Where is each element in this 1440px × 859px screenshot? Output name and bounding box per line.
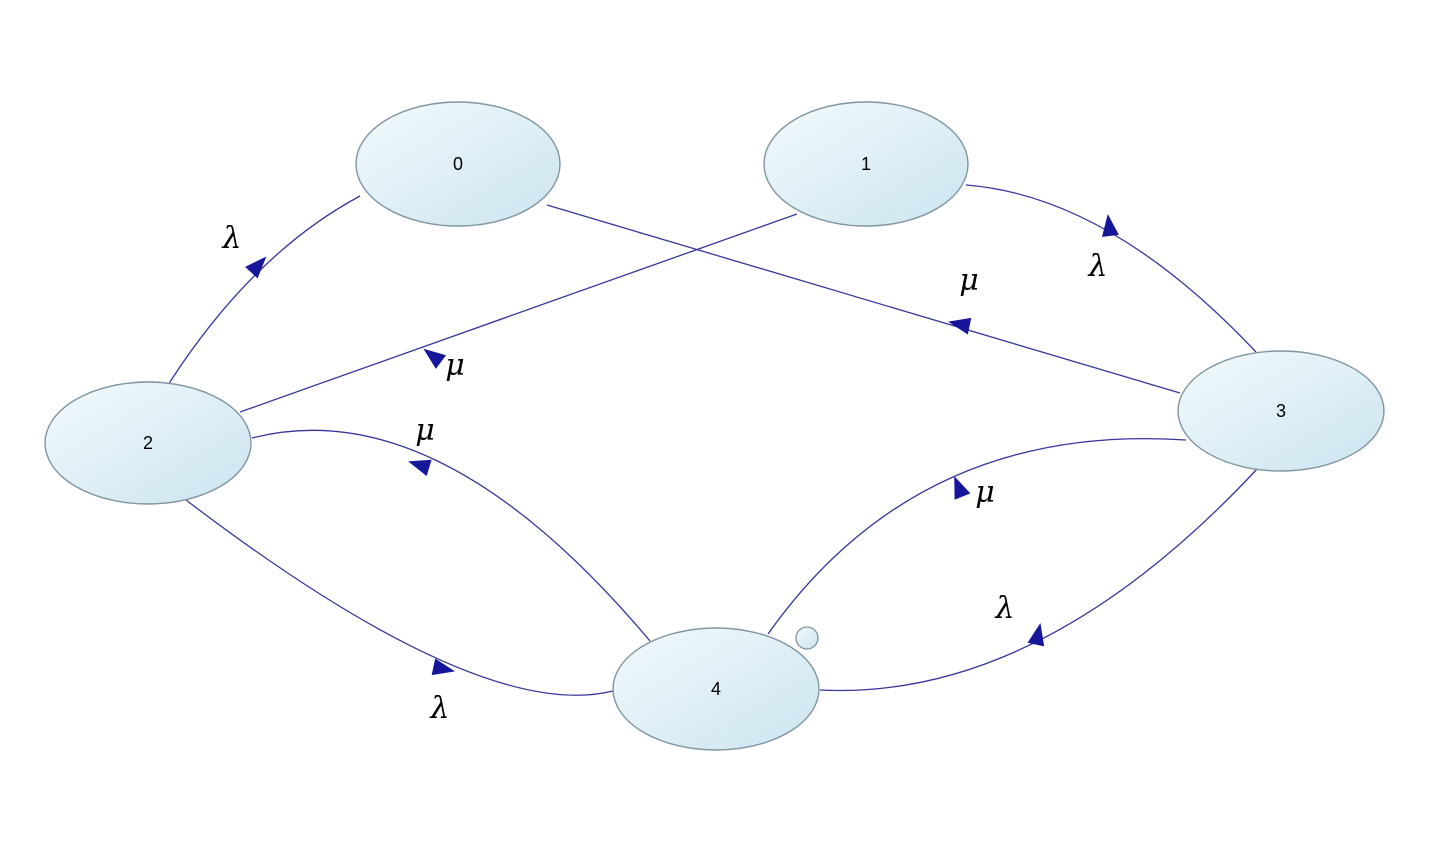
edge-2-to-0-path	[167, 195, 361, 386]
state-node-0-ellipse	[355, 101, 561, 227]
state-node-3-ellipse	[1177, 350, 1385, 472]
state-node-3-label: 3	[1276, 401, 1286, 421]
edge-2-to-0-rate-label: λ	[221, 221, 241, 256]
edge-3-to-4-path	[767, 437, 1187, 635]
edge-1-to-2-arrowhead-icon	[423, 348, 447, 369]
edge-4-to-2-rate-label: μ	[415, 413, 435, 448]
edge-2-to-4-arrowhead-icon	[431, 658, 455, 676]
edge-3-to-0-path	[546, 204, 1181, 394]
edge-3-to-1-rate-label: λ	[1087, 249, 1107, 284]
edges-layer	[167, 184, 1259, 696]
edge-4-to-3-rate-label: λ	[994, 591, 1014, 626]
edge-4-to-3-path	[819, 467, 1259, 692]
small-decor-circle	[795, 626, 819, 650]
edge-1-to-2-rate-label: μ	[445, 348, 465, 383]
edge-4-to-2-path	[251, 429, 651, 642]
edge-3-to-0-rate-label: μ	[959, 263, 979, 298]
edge-3-to-4-rate-label: μ	[975, 475, 995, 510]
edge-2-to-4-rate-label: λ	[429, 691, 449, 726]
state-node-1-ellipse	[763, 101, 969, 227]
nodes-layer: 0 1 2 3 4	[44, 101, 1385, 751]
state-node-0-label: 0	[453, 154, 463, 174]
edge-4-to-2-arrowhead-icon	[408, 459, 432, 476]
arrowheads-layer	[245, 214, 1119, 676]
edge-2-to-0-arrowhead-icon	[245, 256, 267, 279]
state-node-2-ellipse	[44, 381, 252, 505]
state-node-4-ellipse	[612, 627, 820, 751]
state-node-1-label: 1	[861, 154, 871, 174]
state-node-2-label: 2	[143, 433, 153, 453]
edge-4-to-3-arrowhead-icon	[1027, 623, 1045, 647]
edge-1-to-2-path	[239, 213, 798, 413]
edge-3-to-1-path	[965, 184, 1257, 353]
edge-3-to-1-arrowhead-icon	[1102, 214, 1119, 237]
state-node-4-label: 4	[711, 679, 721, 699]
edge-3-to-4-arrowhead-icon	[954, 476, 971, 500]
edge-2-to-4-path	[185, 499, 614, 696]
edge-3-to-0-arrowhead-icon	[948, 317, 972, 335]
